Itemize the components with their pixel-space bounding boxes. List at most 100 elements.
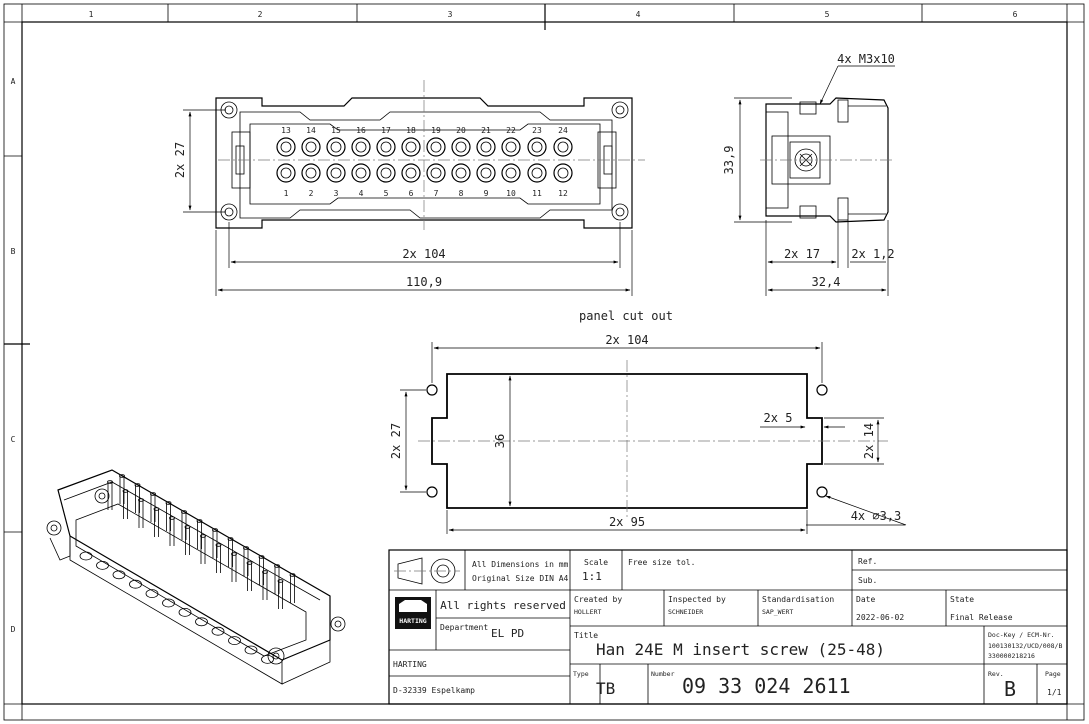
iso-wire-port bbox=[112, 570, 126, 580]
pin-label: 8 bbox=[459, 189, 464, 198]
number-value: 09 33 024 2611 bbox=[682, 674, 851, 698]
inspected-value: SCHNEIDER bbox=[668, 608, 703, 616]
pin-label: 11 bbox=[532, 189, 542, 198]
dimensions-note: All Dimensions in mm bbox=[472, 560, 569, 569]
pin-contact bbox=[426, 163, 446, 183]
iso-pin-tip bbox=[184, 525, 191, 529]
iso-pin-tip bbox=[150, 492, 156, 496]
iso-pin-tip bbox=[227, 537, 234, 541]
drawing-title: Han 24E M insert screw (25-48) bbox=[596, 640, 885, 659]
state-label: State bbox=[950, 595, 974, 604]
cutout-dim-left: 2x 27 bbox=[389, 423, 403, 459]
iso-pin-tip bbox=[122, 489, 129, 493]
grid-col-3: 3 bbox=[448, 10, 453, 19]
dockey-value-1: 100130132/UCD/008/B bbox=[988, 642, 1062, 650]
pin-contact-inner bbox=[505, 141, 517, 153]
pin-contact-inner bbox=[355, 167, 367, 179]
isometric-view bbox=[46, 469, 346, 685]
pin-contact-inner bbox=[330, 167, 342, 179]
iso-pin-tip bbox=[215, 543, 222, 547]
iso-pin bbox=[216, 545, 221, 573]
pin-label: 15 bbox=[331, 126, 341, 135]
grid-row-a: A bbox=[11, 77, 16, 86]
date-value: 2022-06-02 bbox=[856, 613, 904, 622]
free-size-tol: Free size tol. bbox=[628, 558, 695, 567]
pin-contact-inner bbox=[305, 167, 317, 179]
pin-contact bbox=[527, 163, 547, 183]
iso-pin-tip bbox=[169, 516, 175, 520]
pin-contact-inner bbox=[531, 141, 543, 153]
dockey-value-2: 330000218216 bbox=[988, 652, 1035, 660]
iso-wire-port bbox=[228, 636, 241, 645]
pin-contact bbox=[401, 163, 421, 183]
side-dim-depth-a: 2x 17 bbox=[784, 247, 820, 261]
title-label: Title bbox=[574, 631, 598, 640]
pin-label: 18 bbox=[406, 126, 416, 135]
company-name: HARTING bbox=[393, 660, 427, 669]
cutout-dim-bottom: 2x 95 bbox=[609, 515, 645, 529]
iso-wire-port bbox=[261, 655, 274, 664]
iso-wire-port bbox=[211, 626, 225, 636]
iso-pin bbox=[169, 518, 175, 546]
iso-wire-port bbox=[129, 579, 142, 589]
pin-contact-inner bbox=[430, 141, 442, 153]
iso-pin-tip bbox=[107, 480, 113, 484]
iso-wire-port bbox=[178, 608, 192, 617]
iso-pin-tip bbox=[200, 534, 206, 538]
pin-contact-inner bbox=[355, 141, 367, 153]
page-label: Page bbox=[1045, 670, 1061, 678]
scale-label: Scale bbox=[584, 558, 608, 567]
front-dim-width-inner: 2x 104 bbox=[402, 247, 445, 261]
iso-wire-port bbox=[96, 561, 109, 570]
pin-contact-inner bbox=[480, 141, 492, 153]
rights-note: All rights reserved bbox=[440, 599, 566, 612]
state-value: Final Release bbox=[950, 613, 1013, 622]
iso-pin bbox=[185, 527, 190, 555]
pin-numbers-top: 13 14 15 16 17 18 19 20 21 22 23 24 bbox=[281, 126, 568, 135]
grid-col-2: 2 bbox=[258, 10, 263, 19]
sub-label: Sub. bbox=[858, 576, 877, 585]
pin-contact bbox=[351, 163, 371, 183]
iso-wire-port bbox=[145, 589, 159, 598]
scale-value: 1:1 bbox=[582, 570, 602, 583]
pin-contact-inner bbox=[380, 167, 392, 179]
original-size: Original Size DIN A4 bbox=[472, 574, 569, 583]
pin-contact-inner bbox=[505, 167, 517, 179]
grid-col-1: 1 bbox=[89, 10, 94, 19]
side-dim-height: 33,9 bbox=[722, 146, 736, 175]
side-dim-depth-b: 2x 1,2 bbox=[851, 247, 894, 261]
pin-label: 24 bbox=[558, 126, 568, 135]
iso-pin bbox=[200, 536, 206, 564]
pin-contact-inner bbox=[455, 167, 467, 179]
pin-grid bbox=[276, 137, 573, 183]
pin-label: 17 bbox=[381, 126, 391, 135]
pin-contact bbox=[401, 137, 421, 157]
iso-pin bbox=[278, 581, 283, 609]
cutout-dim-hole: 4x ∅3,3 bbox=[851, 509, 902, 523]
pin-contact bbox=[376, 163, 396, 183]
pin-contact-inner bbox=[480, 167, 492, 179]
pin-contact bbox=[276, 137, 296, 157]
pin-contact bbox=[301, 137, 321, 157]
pin-contact-inner bbox=[405, 167, 417, 179]
pin-label: 21 bbox=[481, 126, 491, 135]
company-address: D-32339 Espelkamp bbox=[393, 686, 475, 695]
pin-label: 16 bbox=[356, 126, 366, 135]
pin-numbers-bottom: 1 2 3 4 5 6 7 8 9 10 11 12 bbox=[284, 189, 568, 198]
iso-pin bbox=[138, 500, 144, 528]
page-value: 1/1 bbox=[1047, 688, 1062, 697]
front-dim-width-total: 110,9 bbox=[406, 275, 442, 289]
pin-contact-inner bbox=[280, 141, 292, 153]
dockey-label: Doc-Key / ECM-Nr. bbox=[988, 631, 1055, 639]
iso-wire-port bbox=[244, 645, 258, 655]
logo-text: HARTING bbox=[399, 617, 426, 625]
cutout-dim-notch: 2x 5 bbox=[764, 411, 793, 425]
created-label: Created by bbox=[574, 595, 622, 604]
harting-logo: HARTING bbox=[395, 597, 431, 629]
isometric-pins bbox=[79, 474, 296, 664]
pin-label: 9 bbox=[484, 189, 489, 198]
pin-label: 3 bbox=[334, 189, 339, 198]
iso-pin-tip bbox=[212, 528, 218, 532]
side-dim-total: 32,4 bbox=[812, 275, 841, 289]
